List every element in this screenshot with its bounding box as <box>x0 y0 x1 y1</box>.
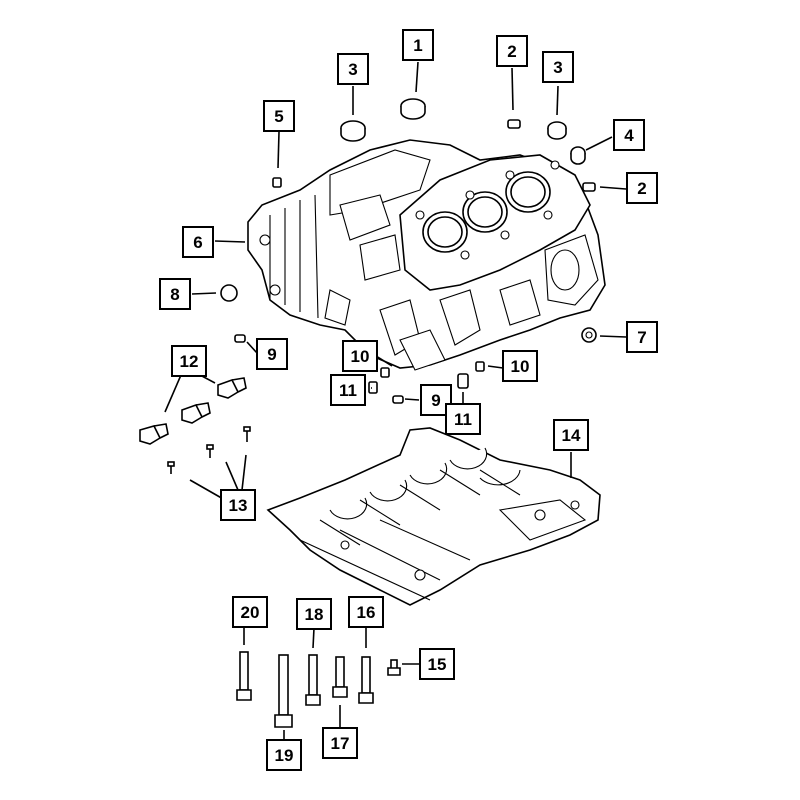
callout-11a: 11 <box>330 374 366 406</box>
callout-15: 15 <box>419 648 455 680</box>
callout-10a: 10 <box>342 340 378 372</box>
callout-10b: 10 <box>502 350 538 382</box>
svg-text:15: 15 <box>428 655 447 674</box>
engine-block <box>247 139 606 371</box>
callout-9a: 9 <box>256 338 288 370</box>
callout-14: 14 <box>553 419 589 451</box>
svg-text:16: 16 <box>357 603 376 622</box>
svg-text:8: 8 <box>170 285 179 304</box>
svg-text:18: 18 <box>305 605 324 624</box>
bolt-18 <box>305 654 321 706</box>
callout-6: 6 <box>182 226 214 258</box>
bolt-20 <box>236 651 252 701</box>
svg-text:17: 17 <box>331 734 350 753</box>
bolts-13 <box>167 426 251 474</box>
leader-lines <box>164 61 627 740</box>
svg-text:3: 3 <box>348 60 357 79</box>
core-plug-3b <box>547 121 567 140</box>
dowel-9b <box>392 395 404 404</box>
svg-text:14: 14 <box>562 426 581 445</box>
callout-16: 16 <box>348 596 384 628</box>
plug-8 <box>220 284 238 302</box>
pin-5 <box>272 177 282 188</box>
dowel-2b <box>582 182 596 192</box>
svg-text:10: 10 <box>511 357 530 376</box>
callout-5: 5 <box>263 100 295 132</box>
callout-18: 18 <box>296 598 332 630</box>
sleeve-10a <box>380 367 390 378</box>
callout-2b: 2 <box>626 172 658 204</box>
sleeve-11a <box>368 381 378 394</box>
core-plug-1 <box>400 98 426 120</box>
callout-12: 12 <box>171 345 207 377</box>
svg-text:3: 3 <box>553 58 562 77</box>
callout-7: 7 <box>626 321 658 353</box>
bolt-19 <box>274 654 293 728</box>
callout-3a: 3 <box>337 53 369 85</box>
bolt-17 <box>332 656 348 698</box>
svg-text:6: 6 <box>193 233 202 252</box>
callout-3b: 3 <box>542 51 574 83</box>
svg-text:4: 4 <box>624 126 634 145</box>
callout-19: 19 <box>266 739 302 771</box>
svg-text:7: 7 <box>637 328 646 347</box>
core-plug-4 <box>570 146 586 165</box>
svg-text:19: 19 <box>275 746 294 765</box>
callout-20: 20 <box>232 596 268 628</box>
svg-text:2: 2 <box>507 42 516 61</box>
svg-text:1: 1 <box>413 36 422 55</box>
dowel-9a <box>234 334 246 343</box>
callout-17: 17 <box>322 727 358 759</box>
bolt-15 <box>387 659 401 676</box>
svg-text:20: 20 <box>241 603 260 622</box>
svg-text:9: 9 <box>267 345 276 364</box>
callout-4: 4 <box>613 119 645 151</box>
bolt-16 <box>358 656 374 704</box>
svg-text:11: 11 <box>454 410 472 429</box>
svg-text:11: 11 <box>339 381 357 400</box>
callout-8: 8 <box>159 278 191 310</box>
svg-text:5: 5 <box>274 107 283 126</box>
callout-13: 13 <box>220 489 256 521</box>
svg-text:13: 13 <box>229 496 248 515</box>
svg-text:9: 9 <box>431 391 440 410</box>
svg-text:10: 10 <box>351 347 370 366</box>
svg-text:2: 2 <box>637 179 646 198</box>
core-plug-3a <box>340 120 366 142</box>
callout-11b: 11 <box>445 403 481 435</box>
sleeve-11b <box>457 373 469 389</box>
bedplate <box>266 427 601 606</box>
svg-text:12: 12 <box>180 352 199 371</box>
plug-7 <box>581 327 597 343</box>
callout-1: 1 <box>402 29 434 61</box>
callout-2a: 2 <box>496 35 528 67</box>
oil-jets-12 <box>139 377 247 445</box>
sleeve-10b <box>475 361 485 372</box>
dowel-2a <box>507 119 521 129</box>
